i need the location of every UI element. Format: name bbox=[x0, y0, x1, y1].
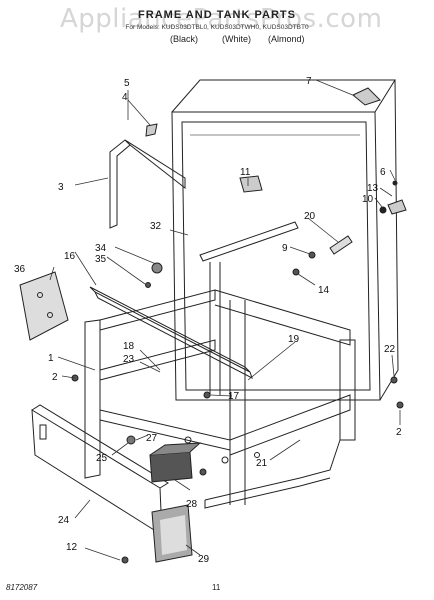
callout-4: 4 bbox=[122, 92, 128, 103]
color-white: (White) bbox=[222, 34, 251, 44]
callout-2-left: 2 bbox=[52, 372, 58, 383]
callout-6: 6 bbox=[380, 167, 386, 178]
page-number: 11 bbox=[212, 583, 221, 592]
callout-24: 24 bbox=[58, 515, 70, 526]
insulation-pad bbox=[151, 504, 193, 563]
callout-13: 13 bbox=[367, 183, 379, 194]
diagram-title: FRAME AND TANK PARTS bbox=[138, 9, 296, 21]
callout-21: 21 bbox=[256, 458, 268, 469]
side-bracket bbox=[19, 271, 69, 341]
callout-34: 34 bbox=[95, 243, 107, 254]
callout-11: 11 bbox=[240, 167, 251, 178]
hardware-items bbox=[71, 87, 407, 564]
color-black: (Black) bbox=[170, 34, 199, 44]
callout-9: 9 bbox=[282, 243, 288, 254]
callout-16: 16 bbox=[64, 251, 76, 262]
callout-35: 35 bbox=[95, 254, 107, 265]
callout-27: 27 bbox=[146, 433, 158, 444]
model-list: For Models: KUDS03DTBL0, KUDS03DTWH0, KU… bbox=[125, 24, 309, 31]
callout-5: 5 bbox=[124, 78, 130, 89]
color-almond: (Almond) bbox=[268, 34, 305, 44]
front-rail bbox=[89, 286, 253, 380]
callout-3: 3 bbox=[58, 182, 64, 193]
cover-box bbox=[149, 442, 202, 483]
leader-lines bbox=[49, 79, 401, 561]
callout-labels: 5 4 3 7 11 6 13 10 20 9 14 32 34 35 36 1… bbox=[14, 76, 402, 565]
callout-19: 19 bbox=[288, 334, 300, 345]
callout-12: 12 bbox=[66, 542, 78, 553]
callout-20: 20 bbox=[304, 211, 316, 222]
top-brace bbox=[109, 139, 186, 229]
callout-10: 10 bbox=[362, 194, 374, 205]
callout-36: 36 bbox=[14, 264, 26, 275]
callout-23: 23 bbox=[123, 354, 135, 365]
diagram-code: 8172087 bbox=[6, 583, 38, 592]
callout-25: 25 bbox=[96, 453, 108, 464]
callout-28: 28 bbox=[186, 499, 198, 510]
callout-32: 32 bbox=[150, 221, 162, 232]
callout-18: 18 bbox=[123, 341, 135, 352]
tub-flange-rail bbox=[199, 221, 299, 395]
callout-7: 7 bbox=[306, 76, 312, 87]
callout-1: 1 bbox=[48, 353, 54, 364]
watermark: AppliancePartsPros.com bbox=[60, 4, 383, 34]
callout-2-right: 2 bbox=[396, 427, 402, 438]
callout-29: 29 bbox=[198, 554, 210, 565]
callout-17: 17 bbox=[228, 391, 240, 402]
tub-assembly bbox=[171, 79, 399, 401]
base-frame bbox=[84, 289, 356, 509]
callout-22: 22 bbox=[384, 344, 396, 355]
callout-14: 14 bbox=[318, 285, 330, 296]
